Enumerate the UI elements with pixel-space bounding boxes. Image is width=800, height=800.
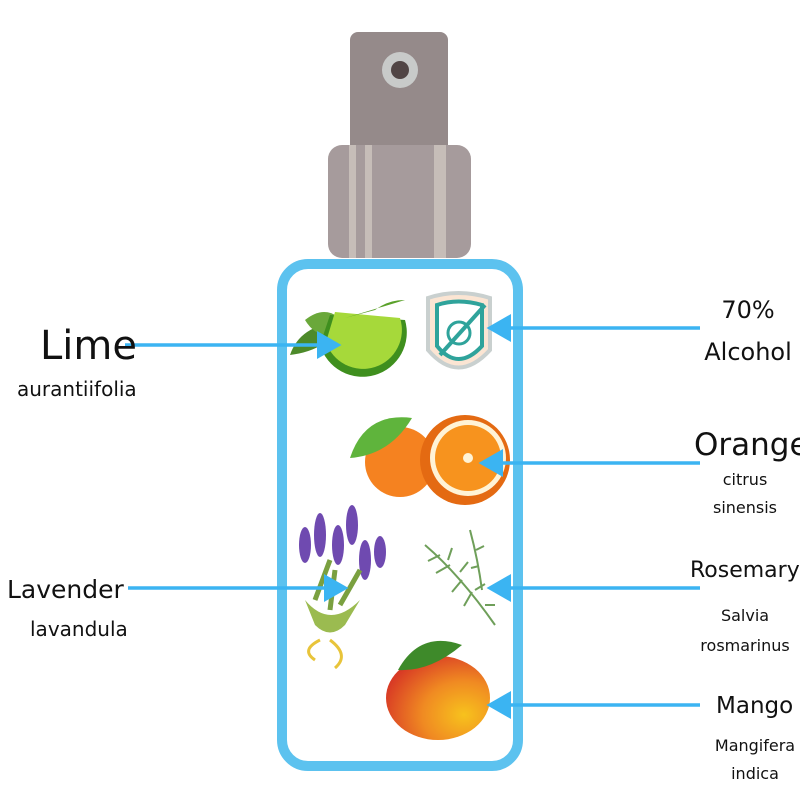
rosemary-scientific-1: Salvia bbox=[720, 606, 770, 625]
lavender-scientific: lavandula bbox=[30, 617, 128, 641]
mango-scientific-2: indica bbox=[731, 764, 779, 783]
mango-label: Mango bbox=[716, 693, 794, 719]
rosemary-icon bbox=[424, 529, 496, 626]
lime-label: Lime bbox=[40, 323, 137, 369]
orange-scientific-2: sinensis bbox=[712, 498, 778, 517]
rosemary-scientific-2: rosmarinus bbox=[700, 636, 790, 655]
orange-label: Orange bbox=[694, 427, 800, 463]
lime-scientific: aurantiifolia bbox=[17, 377, 137, 401]
spray-cap bbox=[328, 32, 471, 258]
lavender-label: Lavender bbox=[7, 575, 124, 604]
alcohol-label: Alcohol bbox=[704, 338, 792, 366]
rosemary-label: Rosemary bbox=[690, 558, 800, 583]
mango-scientific-1: Mangifera bbox=[714, 736, 796, 755]
bottle-outline bbox=[277, 259, 523, 771]
mango-icon bbox=[386, 640, 490, 740]
alcohol-percent-label: 70% bbox=[721, 296, 775, 324]
pointer-arrows bbox=[125, 314, 700, 719]
orange-scientific-1: citrus bbox=[722, 470, 768, 489]
antivirus-shield-icon bbox=[426, 291, 492, 370]
